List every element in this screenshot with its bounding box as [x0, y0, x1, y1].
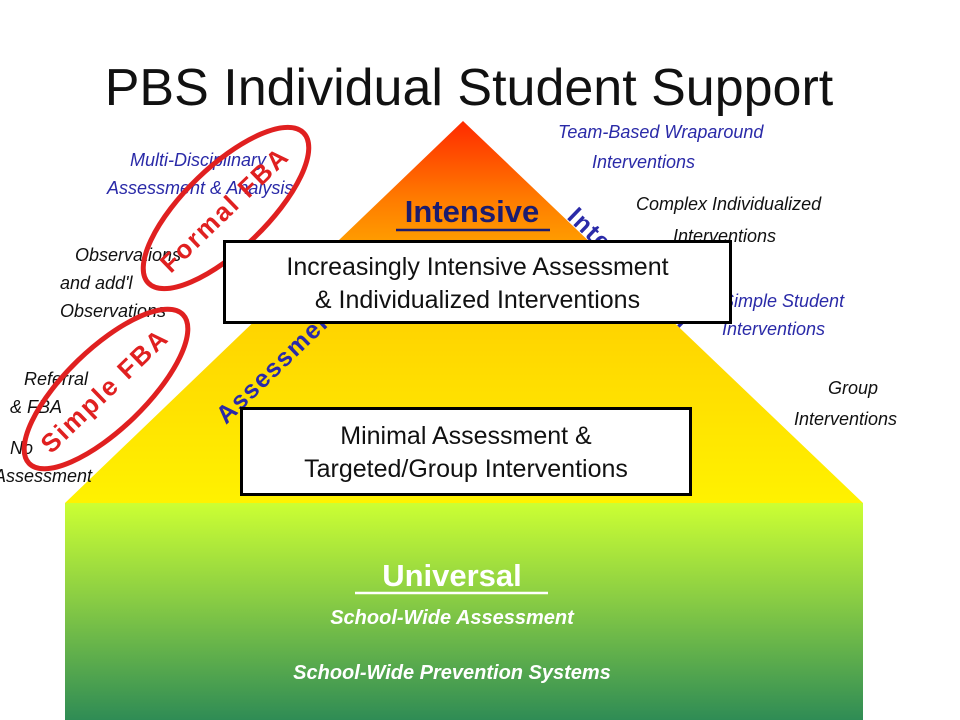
simple-student-label-line1: Simple Student: [722, 291, 845, 311]
obs-label-line3: Observations: [60, 301, 167, 321]
universal-base: [65, 503, 863, 720]
page-title: PBS Individual Student Support: [104, 59, 834, 117]
lower-box-line1: Minimal Assessment &: [340, 422, 592, 450]
simple-student-label-line2: Interventions: [722, 319, 826, 339]
obs-label-line2: and add'l: [60, 273, 133, 293]
group-label-line1: Group: [828, 378, 879, 398]
group-label-line2: Interventions: [794, 409, 898, 429]
lower-box-line2: Targeted/Group Interventions: [304, 455, 628, 483]
base-line-2: School-Wide Prevention Systems: [293, 662, 611, 684]
obs-label-line1: Observations: [75, 245, 182, 265]
none-label-line2: Assessment: [0, 466, 93, 486]
intensive-assessment-box: Increasingly Intensive Assessment & Indi…: [223, 240, 732, 324]
referral-label-line1: Referral: [24, 369, 89, 389]
base-line-1: School-Wide Assessment: [330, 607, 575, 629]
none-label-line1: No: [10, 438, 34, 458]
referral-label-line2: & FBA: [10, 397, 63, 417]
multi-label-line2: Assessment & Analysis: [107, 178, 294, 198]
multi-label-line1: Multi-Disciplinary: [130, 150, 267, 170]
team-label-line1: Team-Based Wraparound: [558, 122, 764, 142]
universal-label: Universal: [382, 558, 522, 593]
intensive-label: Intensive: [405, 194, 539, 229]
minimal-assessment-box: Minimal Assessment & Targeted/Group Inte…: [240, 407, 692, 496]
team-label-line2: Interventions: [592, 152, 696, 172]
upper-box-line2: & Individualized Interventions: [314, 286, 641, 314]
complex-label-line1: Complex Individualized: [636, 194, 822, 214]
upper-box-line1: Increasingly Intensive Assessment: [286, 253, 669, 281]
